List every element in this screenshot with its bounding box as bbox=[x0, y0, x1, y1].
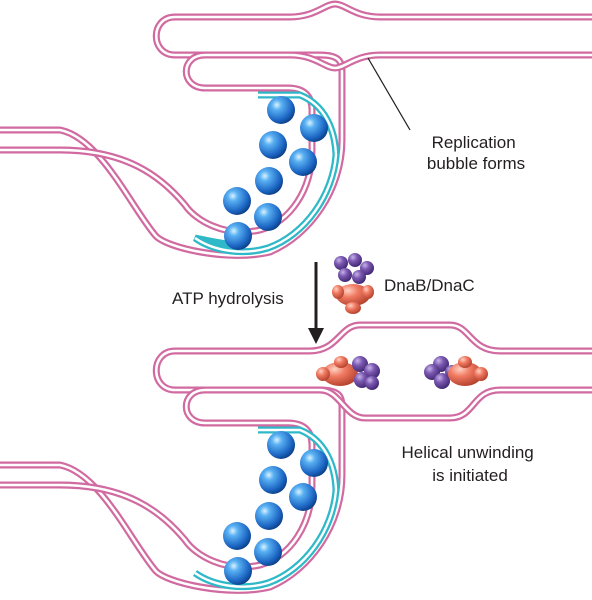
dnaA-protein-cluster-bottom bbox=[223, 431, 328, 585]
dnaA-protein bbox=[259, 131, 287, 159]
dnaA-protein bbox=[259, 466, 287, 494]
dna-top-outer-strand bbox=[0, 0, 592, 259]
dnaA-protein bbox=[300, 449, 328, 477]
dnaB-dnaC-complex bbox=[332, 253, 374, 314]
dnaA-protein bbox=[255, 502, 283, 530]
dnaA-protein bbox=[289, 148, 317, 176]
bubble-leader-line bbox=[367, 57, 411, 131]
dnaA-protein bbox=[267, 431, 295, 459]
dnaA-protein bbox=[267, 96, 295, 124]
dna-bottom-panel bbox=[0, 321, 592, 594]
dnaA-protein bbox=[254, 203, 282, 231]
dnaA-protein bbox=[254, 538, 282, 566]
dnaB-dnaC-label: DnaB/DnaC bbox=[384, 276, 475, 295]
dnaA-protein bbox=[300, 114, 328, 142]
transition-arrow bbox=[308, 262, 324, 344]
helicase-complex-right bbox=[424, 356, 488, 389]
dnaA-protein-cluster-top bbox=[223, 96, 328, 250]
dnaA-protein bbox=[224, 557, 252, 585]
atp-hydrolysis-label: ATP hydrolysis bbox=[172, 289, 284, 308]
helicase-complex-left bbox=[316, 356, 380, 390]
dnaA-protein bbox=[223, 187, 251, 215]
dnaA-protein bbox=[255, 167, 283, 195]
dnaA-protein bbox=[289, 483, 317, 511]
dnaA-protein bbox=[223, 522, 251, 550]
bubble-forms-label: Replication bubble forms bbox=[427, 133, 525, 173]
dna-top-panel bbox=[0, 0, 592, 259]
dnaA-protein bbox=[224, 222, 252, 250]
unwinding-label: Helical unwinding is initiated bbox=[401, 443, 538, 485]
